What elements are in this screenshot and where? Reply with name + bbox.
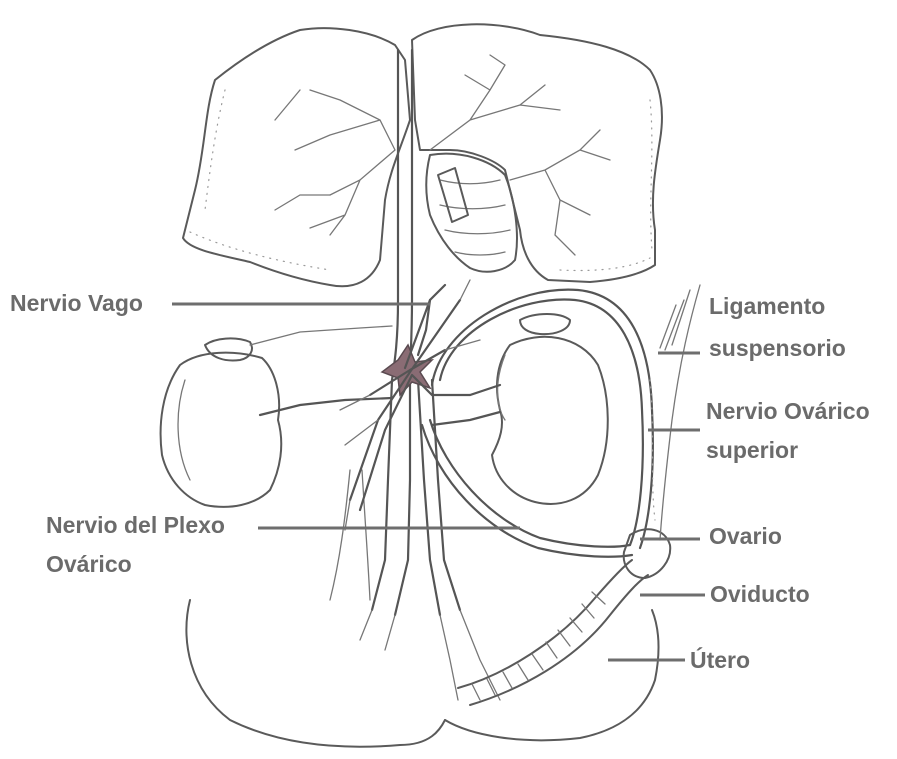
label-ligamento-line1: Ligamento <box>709 292 825 321</box>
label-nervio-ovarico-line1: Nervio Ovárico <box>706 397 870 426</box>
label-ovario: Ovario <box>709 522 782 551</box>
body-outline <box>186 470 658 747</box>
label-oviducto: Oviducto <box>710 580 810 609</box>
liver <box>183 24 662 286</box>
label-nervio-ovarico-line2: superior <box>706 436 798 465</box>
stomach <box>426 154 517 272</box>
label-nervio-vago: Nervio Vago <box>10 289 143 318</box>
great-vessels <box>360 50 500 700</box>
label-ligamento-line2: suspensorio <box>709 334 846 363</box>
label-utero: Útero <box>690 646 750 675</box>
label-plexo-line2: Ovárico <box>46 550 132 579</box>
label-plexo-line1: Nervio del Plexo <box>46 511 225 540</box>
